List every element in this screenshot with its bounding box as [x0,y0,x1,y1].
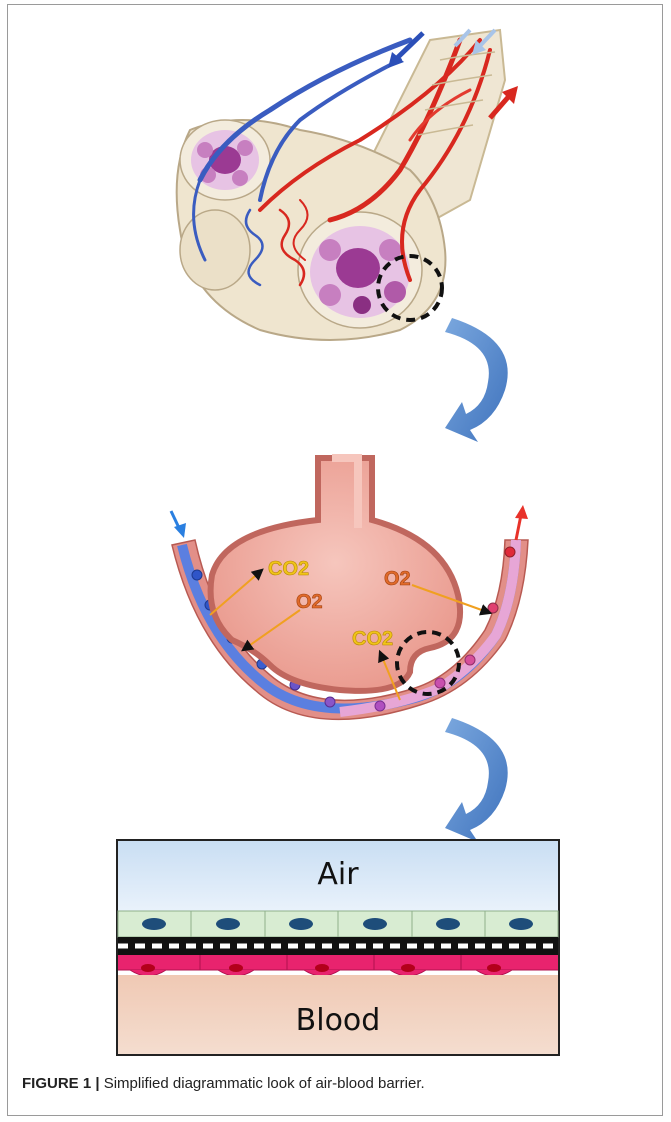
alveolar-sac-cluster [177,30,518,340]
barrier-cross-section: Air Blood [117,840,559,1055]
alveolar-interior-front [310,226,410,318]
epithelial-cells [118,911,558,937]
zoom-arrow-2 [445,718,508,842]
o2-label-right: O2 [384,568,411,590]
blood-label: Blood [296,1003,381,1038]
zoom-arrow-1 [445,318,508,442]
o2-label-left: O2 [296,591,323,613]
figure-caption: FIGURE 1 | Simplified diagrammatic look … [22,1075,425,1092]
figure-label: FIGURE 1 | [22,1075,100,1092]
basement-membrane [118,937,558,955]
co2-label-bottom: CO2 [352,628,393,650]
air-label: Air [317,857,359,892]
endothelial-cells [118,955,558,976]
lobule-left [180,210,250,290]
co2-label-top: CO2 [268,558,309,580]
alveolus-gas-exchange: CO2 O2 O2 CO2 [171,458,528,719]
caption-text: Simplified diagrammatic look of air-bloo… [100,1075,425,1092]
